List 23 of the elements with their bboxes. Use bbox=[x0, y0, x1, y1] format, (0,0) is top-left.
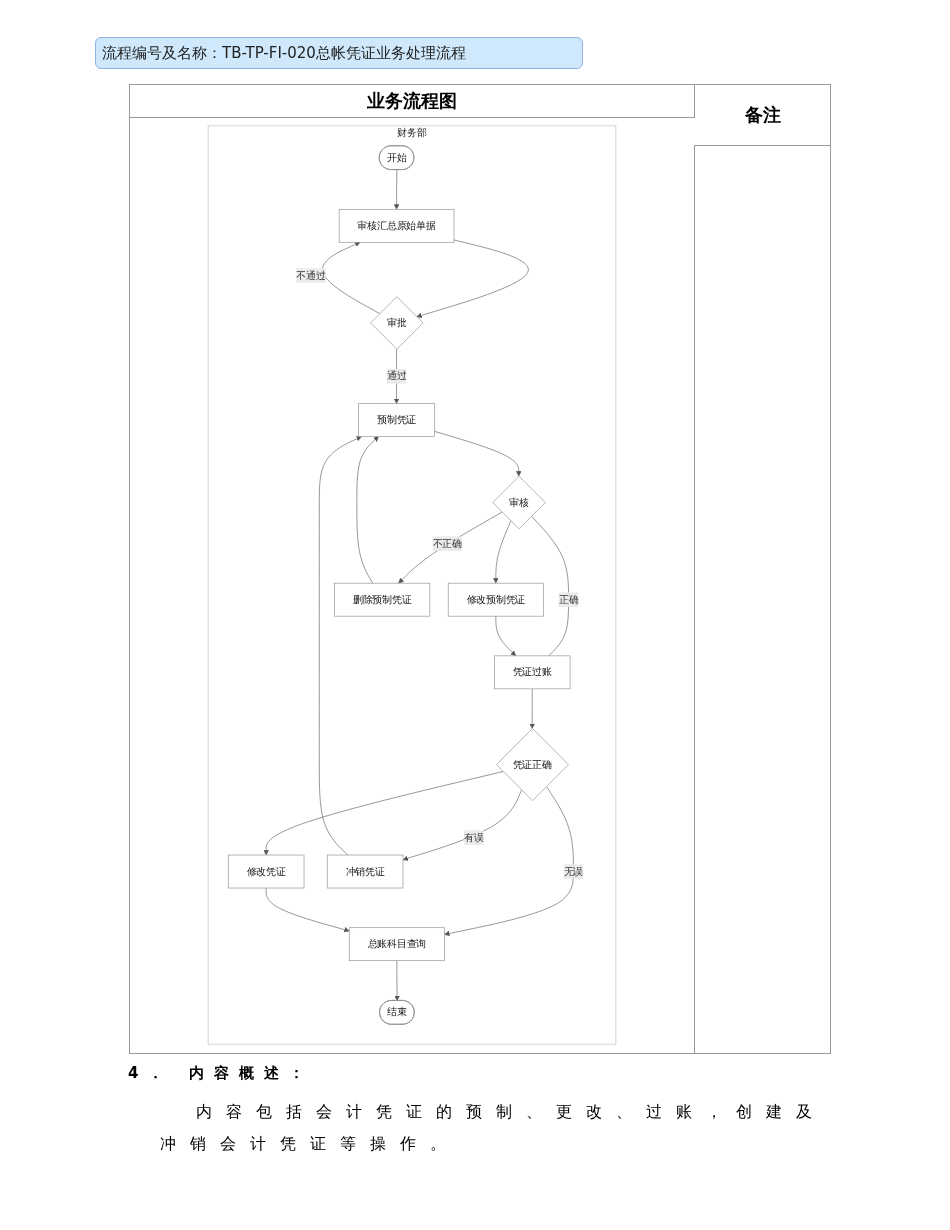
edge-label: 无误 bbox=[563, 865, 584, 878]
edge-label: 正确 bbox=[558, 593, 579, 606]
node-box: 冲销凭证 bbox=[326, 854, 404, 889]
paragraph: 内容包括会计凭证的预制、更改、过账，创建及冲销会计凭证等操作。 bbox=[160, 1101, 827, 1155]
edge-label: 通过 bbox=[386, 370, 407, 382]
section-heading: 4． 内容概述： bbox=[128, 1064, 314, 1083]
column-header: 备注 bbox=[695, 85, 830, 146]
connector bbox=[531, 515, 569, 657]
column-header: 业务流程图 bbox=[130, 85, 695, 118]
node-diamond: 凭证正确 bbox=[496, 728, 569, 801]
node-box: 删除预制凭证 bbox=[334, 582, 431, 617]
edge-label: 不正确 bbox=[432, 537, 462, 550]
node-diamond: 审核 bbox=[492, 475, 546, 530]
node-box: 审核汇总原始单据 bbox=[338, 208, 455, 243]
node-box: 总账科目查询 bbox=[348, 927, 445, 962]
node-box: 预制凭证 bbox=[358, 403, 435, 437]
node-box: 修改凭证 bbox=[227, 854, 305, 889]
edge-label: 不通过 bbox=[296, 269, 326, 282]
node-diamond: 审批 bbox=[370, 296, 424, 350]
title-banner: 流程编号及名称：TB-TP-FI-020总帐凭证业务处理流程 bbox=[95, 37, 583, 69]
node-box: 修改预制凭证 bbox=[447, 582, 544, 617]
node-box: 凭证过账 bbox=[494, 655, 571, 690]
edge-label: 有误 bbox=[464, 831, 484, 844]
